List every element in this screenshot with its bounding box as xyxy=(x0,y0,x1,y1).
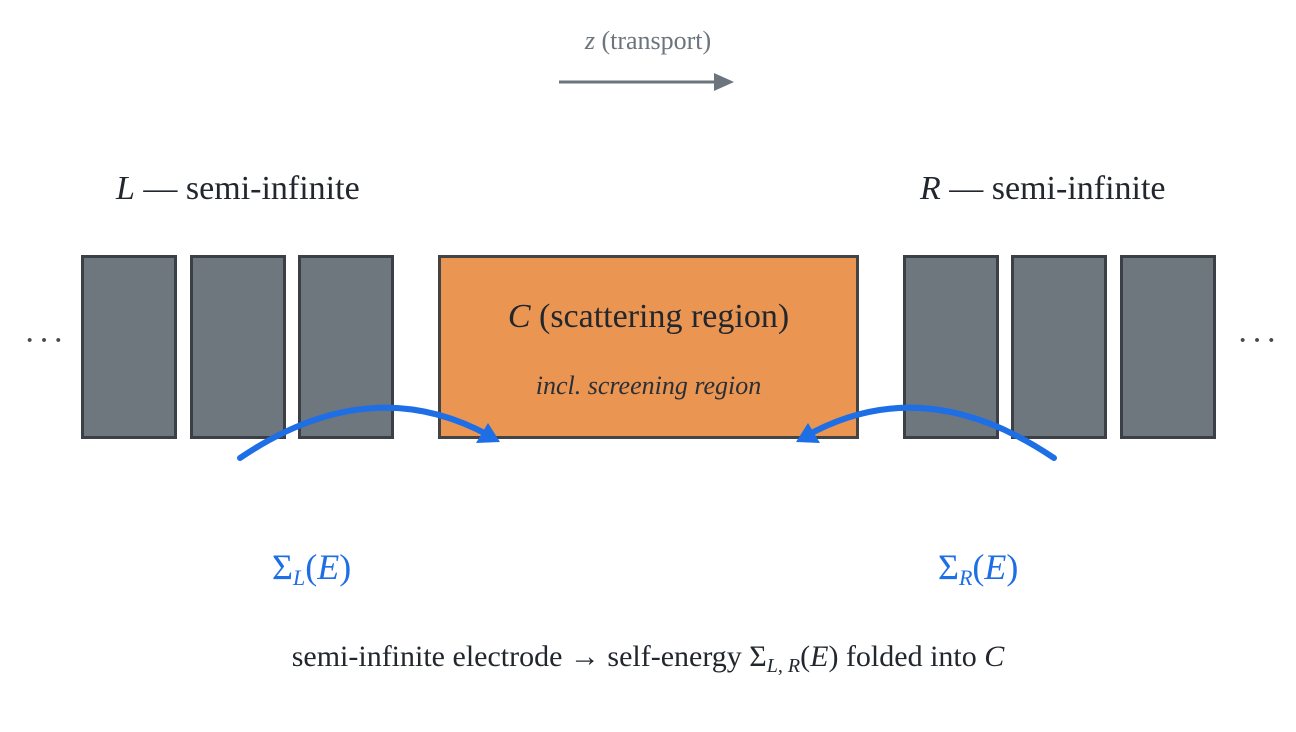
caption-part4: ) folded into xyxy=(828,640,985,673)
transport-axis-arrow xyxy=(559,73,734,91)
left-lead-title: L — semi-infinite xyxy=(116,170,360,208)
scattering-region-block: C (scattering region) incl. screening re… xyxy=(438,255,859,439)
caption-part2: self-energy Σ xyxy=(607,640,767,673)
right-lead-text: — semi-infinite xyxy=(949,170,1166,207)
left-ellipsis: ··· xyxy=(24,322,67,359)
caption-E: E xyxy=(810,640,829,673)
left-lead-text: — semi-infinite xyxy=(143,170,360,207)
sigma-left-label: ΣL(E) xyxy=(272,546,351,591)
left-lead-symbol: L xyxy=(116,170,135,207)
diagram-caption: semi-infinite electrode → self-energy ΣL… xyxy=(0,640,1296,678)
sigma-left-base: Σ xyxy=(272,547,293,587)
screening-region-label: incl. screening region xyxy=(535,371,762,400)
right-lead-cell-2 xyxy=(1011,255,1107,439)
sigma-left-close: ) xyxy=(339,547,352,587)
left-self-energy-arrow xyxy=(237,404,500,461)
sigma-right-close: ) xyxy=(1006,547,1019,587)
center-title-text: (scattering region) xyxy=(539,298,790,335)
sigma-right-E: E xyxy=(984,547,1007,587)
center-symbol: C xyxy=(507,298,531,335)
caption-part1: semi-infinite electrode xyxy=(291,640,563,673)
left-lead-cell-1 xyxy=(81,255,177,439)
sigma-left-open: ( xyxy=(305,547,318,587)
sigma-right-open: ( xyxy=(972,547,985,587)
transport-axis-label: z (transport) xyxy=(0,26,1296,56)
caption-C: C xyxy=(984,640,1005,673)
caption-arrow: → xyxy=(569,640,600,673)
sigma-left-E: E xyxy=(317,547,340,587)
sigma-left-sub: L xyxy=(292,565,306,590)
axis-symbol: z xyxy=(584,26,595,55)
axis-text: (transport) xyxy=(601,26,712,55)
scattering-region-title: C (scattering region) xyxy=(441,298,856,336)
caption-part3: ( xyxy=(800,640,811,673)
right-lead-title: R — semi-infinite xyxy=(920,170,1166,208)
right-ellipsis: ··· xyxy=(1237,322,1280,359)
right-lead-symbol: R xyxy=(920,170,941,207)
sigma-right-sub: R xyxy=(958,565,973,590)
sigma-right-base: Σ xyxy=(938,547,959,587)
right-lead-cell-3 xyxy=(1120,255,1216,439)
left-lead-cell-2 xyxy=(190,255,286,439)
right-self-energy-arrow xyxy=(796,404,1057,461)
caption-sub: L, R xyxy=(766,655,801,677)
sigma-right-label: ΣR(E) xyxy=(938,546,1018,591)
